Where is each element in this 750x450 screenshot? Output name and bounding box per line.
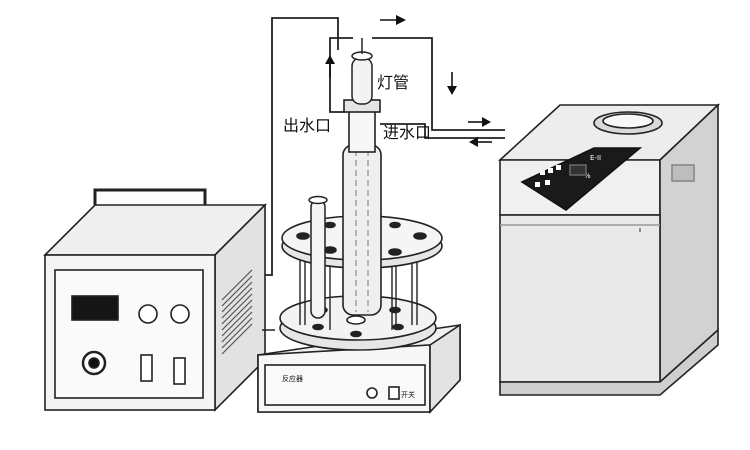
- power-supply-unit: [43, 188, 267, 412]
- stirrer-name-label: 反应器: [282, 374, 303, 383]
- stirrer-switch-label: 开关: [401, 390, 415, 399]
- sample-tube: [308, 195, 328, 319]
- chiller-panel-label: E-II: [590, 154, 601, 162]
- stirrer-base: 反应器 开关: [257, 323, 461, 415]
- arrow-right-icon: [468, 117, 491, 127]
- power-switch-2[interactable]: [173, 357, 186, 385]
- lamp-label: 灯管: [377, 73, 409, 92]
- arrow-right-icon: [380, 15, 406, 25]
- arrow-down-icon: [447, 72, 457, 95]
- power-cable: [265, 17, 339, 276]
- vent-grille: [221, 269, 253, 355]
- power-knob-1[interactable]: [138, 304, 158, 324]
- stirrer-knob[interactable]: [366, 387, 378, 399]
- chiller-unit-label: %: [584, 172, 591, 180]
- arrow-left-icon: [469, 137, 492, 147]
- water-outlet-label: 出水口: [283, 116, 331, 135]
- flow-arrows: [325, 15, 492, 147]
- lamp-tube: [351, 38, 373, 105]
- arrow-up-icon: [325, 55, 335, 78]
- chiller-display: [569, 164, 587, 176]
- power-display: [71, 295, 119, 321]
- circulating-chiller: E-II %: [497, 103, 721, 396]
- quartz-jacket: [342, 99, 382, 316]
- water-inlet-label: 进水口: [383, 123, 431, 142]
- stirrer-switch[interactable]: [388, 386, 400, 400]
- power-switch-1[interactable]: [140, 354, 153, 382]
- power-knob-2[interactable]: [170, 304, 190, 324]
